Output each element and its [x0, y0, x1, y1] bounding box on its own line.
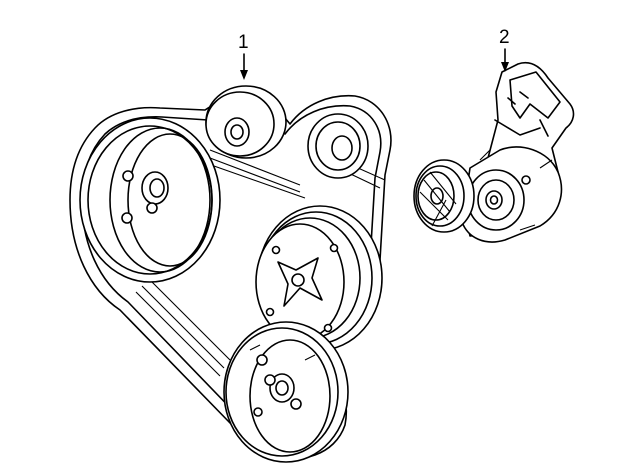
serpentine-belt-assembly — [69, 85, 392, 463]
callout-2: 2 — [499, 27, 510, 72]
callout-2-label: 2 — [499, 27, 510, 48]
tensioner-pulley — [413, 159, 475, 233]
bottom-pulley — [223, 321, 349, 463]
belt-tensioner-assembly — [413, 62, 575, 243]
accessory-pulley-middle — [255, 205, 383, 351]
callout-1: 1 — [238, 32, 249, 80]
callout-2-arrowhead — [501, 62, 509, 72]
idler-pulley-top — [205, 85, 287, 159]
callout-1-arrowhead — [240, 70, 248, 80]
callout-1-label: 1 — [238, 32, 249, 53]
crankshaft-pulley — [79, 117, 221, 283]
belt-rib-lines — [135, 149, 386, 377]
tri-spoke-hub — [277, 257, 323, 307]
idler-pulley-right — [307, 113, 369, 179]
